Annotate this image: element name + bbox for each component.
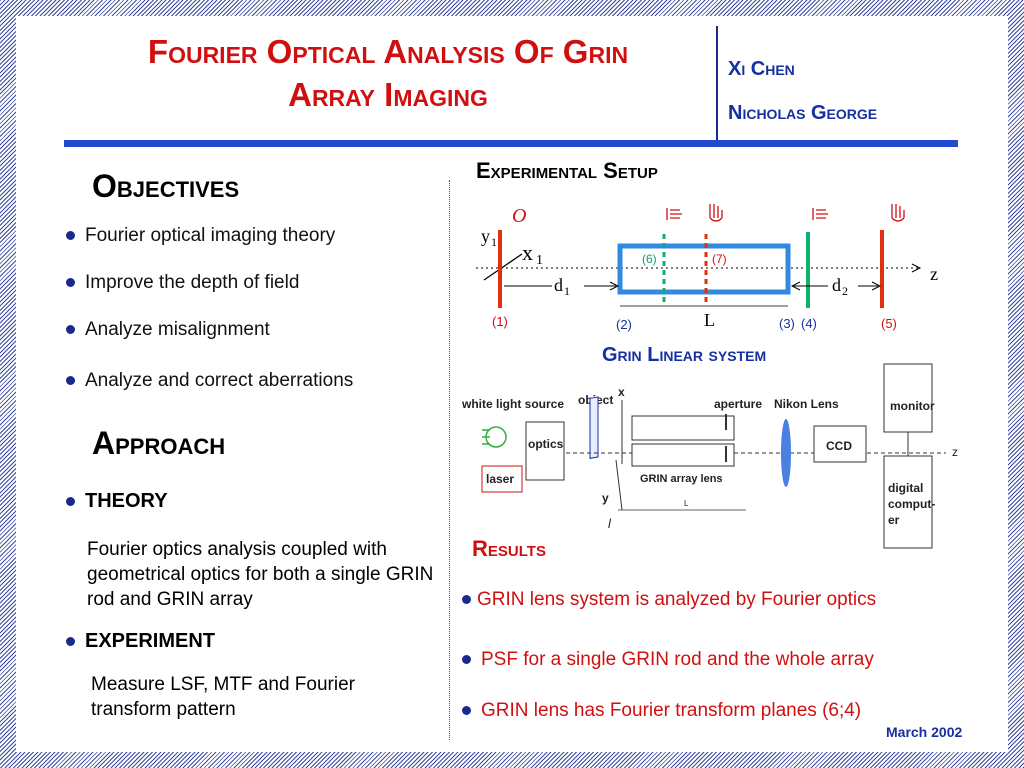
slide — [16, 16, 1008, 752]
label-6: (6) — [642, 252, 657, 266]
d2-arrow — [871, 281, 882, 291]
label-3: (3) — [779, 316, 795, 331]
bullet-icon — [66, 231, 75, 241]
result-item: GRIN lens has Fourier transform planes (… — [462, 700, 861, 722]
approach-heading: Approach — [92, 425, 226, 461]
setup-heading: Experimental Setup — [476, 158, 658, 183]
apparatus-x-label: x — [618, 385, 625, 399]
monitor-label: monitor — [890, 399, 935, 413]
objective-item: Analyze and correct aberrations — [66, 370, 353, 392]
bullet-icon — [66, 278, 75, 288]
grin-rod — [617, 243, 791, 295]
column-divider — [449, 180, 450, 740]
diagram-caption: Grin Linear system — [602, 344, 767, 366]
objectives-heading: Objectives — [92, 168, 240, 204]
computer-box — [883, 455, 933, 549]
computer-label-2: comput- — [888, 497, 935, 511]
y-axis-label: y — [481, 226, 490, 246]
apparatus-y-label: y — [602, 491, 609, 505]
nikon-label: Nikon Lens — [774, 397, 839, 411]
ccd-label: CCD — [826, 439, 852, 453]
computer-label-1: digital — [888, 481, 923, 495]
optics-box — [525, 421, 565, 481]
grin-system-diagram: O y 1 x 1 z (6) (7) d 1 d 2 L (1) (2) (3… — [476, 204, 938, 332]
aperture-label: aperture — [714, 397, 762, 411]
x-axis-arrow — [483, 253, 523, 281]
open-hand-icon — [891, 204, 905, 222]
theory-label: THEORY — [66, 490, 168, 513]
objective-item: Improve the depth of field — [66, 272, 299, 294]
hand-icons — [666, 204, 905, 222]
nikon-lens — [781, 419, 791, 487]
d1-subscript: 1 — [564, 284, 570, 298]
open-hand-icon — [709, 204, 723, 222]
experiment-text: Measure LSF, MTF and Fourier transform p… — [91, 674, 355, 720]
bullet-icon — [462, 595, 471, 605]
author-1: Xi Chen — [728, 58, 795, 80]
x-axis-label: x — [522, 240, 533, 265]
label-1: (1) — [492, 314, 508, 329]
optics-label: optics — [528, 437, 564, 451]
d2-label: d — [832, 275, 841, 295]
y-axis — [615, 459, 623, 511]
d1-arrow — [609, 281, 620, 291]
l-label: l — [608, 516, 612, 531]
title-rule — [64, 140, 958, 147]
author-2: Nicholas George — [728, 102, 878, 124]
grin-array-upper — [631, 415, 735, 441]
apparatus-z-label: z — [952, 445, 958, 459]
label-2: (2) — [616, 317, 632, 332]
d2-bg — [828, 274, 858, 296]
y-subscript: 1 — [491, 235, 497, 249]
date-label: March 2002 — [886, 724, 963, 740]
d2-subscript: 2 — [842, 284, 848, 298]
title-line-2: Array Imaging — [288, 76, 488, 113]
d1-label: d — [554, 275, 563, 295]
grin-label: GRIN array lens — [640, 473, 723, 485]
x-subscript: 1 — [536, 253, 543, 268]
grin-array-lower — [631, 443, 735, 467]
z-axis-label: z — [930, 264, 938, 284]
z-arrowhead — [911, 263, 922, 273]
title-line-1: Fourier Optical Analysis Of Grin — [147, 33, 629, 70]
experiment-label: EXPERIMENT — [66, 630, 215, 653]
result-item: PSF for a single GRIN rod and the whole … — [462, 649, 874, 671]
label-4: (4) — [801, 316, 817, 331]
bulb-icon — [482, 426, 507, 448]
results-heading: Results — [472, 536, 546, 561]
pointing-hand-icon — [812, 208, 828, 220]
d1-bg — [552, 274, 584, 296]
pointing-hand-icon — [666, 208, 682, 220]
computer-label-3: er — [888, 513, 900, 527]
bullet-icon — [462, 706, 471, 716]
bullet-icon — [66, 637, 75, 647]
object-slide — [589, 396, 599, 459]
white-light-label: white light source — [461, 397, 564, 411]
apparatus-diagram: white light source object aperture Nikon… — [461, 363, 958, 549]
bullet-icon — [66, 376, 75, 386]
label-7: (7) — [712, 252, 727, 266]
objective-item: Fourier optical imaging theory — [66, 225, 335, 247]
result-item: GRIN lens system is analyzed by Fourier … — [462, 589, 876, 611]
slide-title: Fourier Optical Analysis Of Grin Array I… — [88, 30, 688, 116]
authors: Xi Chen Nicholas George — [728, 47, 877, 135]
origin-label: O — [512, 205, 526, 227]
bullet-icon — [66, 497, 75, 507]
label-5: (5) — [881, 316, 897, 331]
title-divider — [716, 26, 718, 140]
laser-box — [481, 465, 523, 493]
length-label: L — [704, 310, 715, 330]
bullet-icon — [66, 325, 75, 335]
theory-text: Fourier optics analysis coupled with geo… — [87, 539, 434, 610]
ccd-box — [813, 425, 867, 463]
laser-label: laser — [486, 472, 514, 486]
monitor-box — [883, 363, 933, 433]
bullet-icon — [462, 655, 471, 665]
L-label: L — [684, 499, 689, 508]
objective-item: Analyze misalignment — [66, 319, 270, 341]
d2-arrow-left — [790, 281, 801, 291]
